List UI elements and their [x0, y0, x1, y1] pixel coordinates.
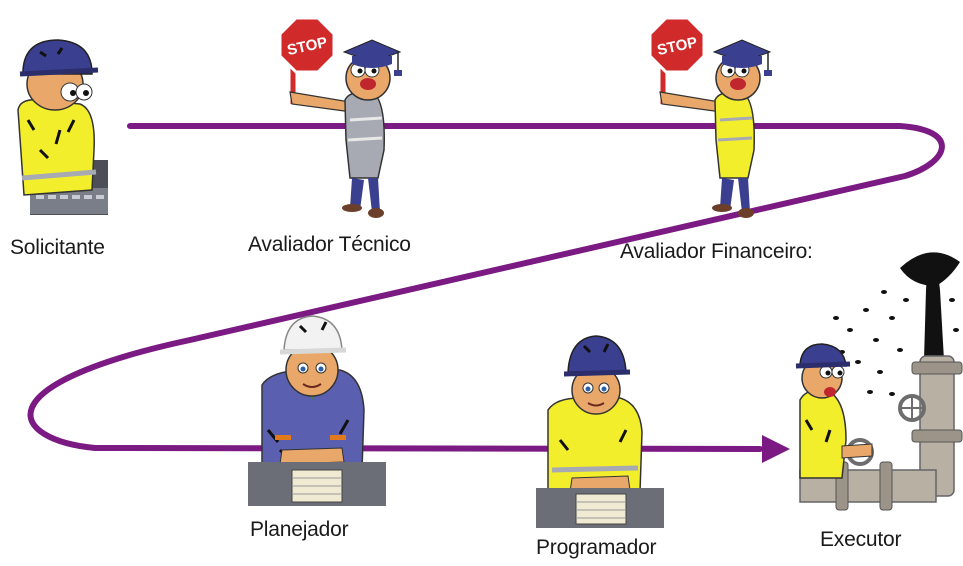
- role-label-planejador: Planejador: [250, 518, 349, 541]
- role-label-avaliador-tecnico: Avaliador Técnico: [248, 233, 411, 256]
- role-label-avaliador-financeiro: Avaliador Financeiro:: [620, 240, 813, 263]
- avaliador-tecnico-figure: STOP: [278, 16, 402, 218]
- avaliador-financeiro-figure: STOP: [648, 16, 772, 218]
- flow-arrowhead: [762, 435, 790, 463]
- flow-arrow-path: [27, 123, 945, 452]
- role-label-programador: Programador: [536, 536, 657, 559]
- solicitante-figure: [17, 39, 108, 215]
- role-label-solicitante: Solicitante: [10, 236, 105, 259]
- planejador-figure: [248, 315, 386, 506]
- executor-figure: [795, 252, 963, 511]
- programador-figure: [536, 335, 664, 528]
- role-label-executor: Executor: [820, 528, 902, 551]
